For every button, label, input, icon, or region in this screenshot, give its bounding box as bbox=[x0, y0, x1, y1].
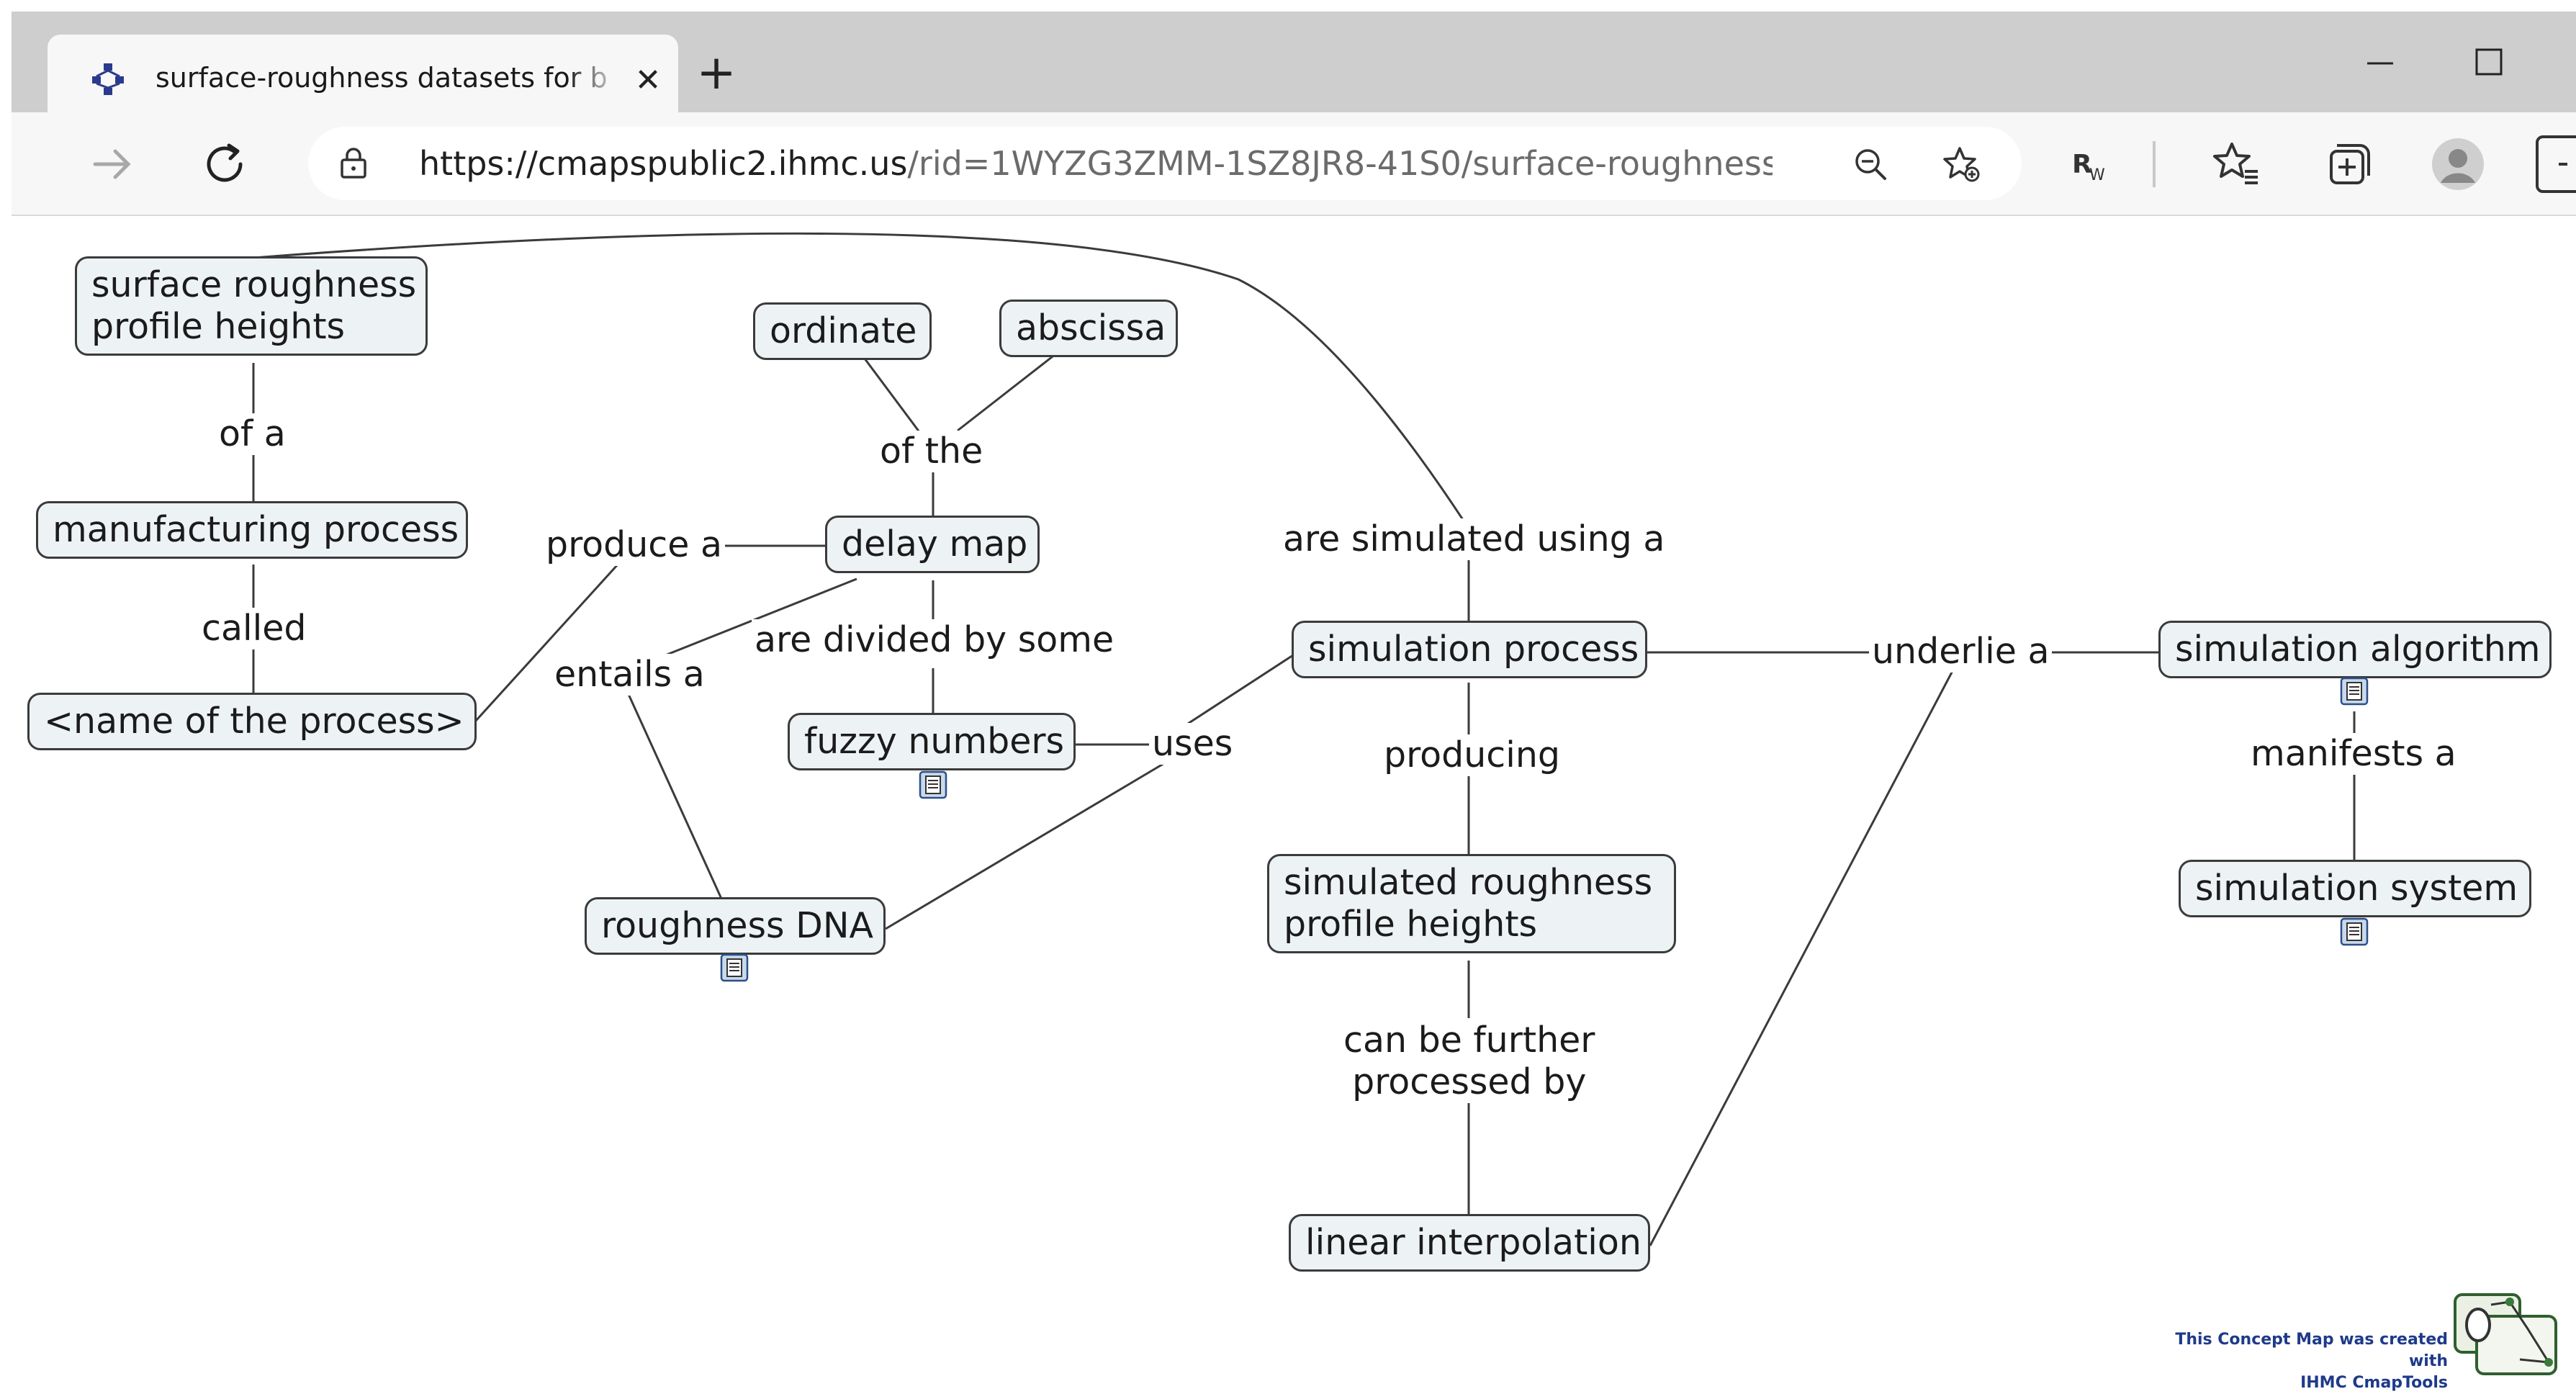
concept-manufacturing-process[interactable]: manufacturing process bbox=[36, 501, 468, 559]
concept-linear-interpolation[interactable]: linear interpolation bbox=[1289, 1214, 1650, 1272]
credit-line-1: This Concept Map was created with bbox=[2175, 1331, 2448, 1370]
lock-icon[interactable] bbox=[337, 147, 370, 180]
link-line bbox=[474, 563, 619, 723]
concept-label: fuzzy numbers bbox=[804, 721, 1065, 762]
favorites-icon[interactable] bbox=[2207, 135, 2265, 193]
concept-label: manufacturing process bbox=[53, 509, 459, 550]
concept-simulation-algorithm[interactable]: simulation algorithm bbox=[2158, 621, 2552, 678]
link-label-underlie-a[interactable]: underlie a bbox=[1869, 631, 2053, 673]
maximize-window-icon[interactable] bbox=[2459, 37, 2517, 88]
concept-label: linear interpolation bbox=[1305, 1222, 1641, 1263]
close-tab-icon[interactable]: ✕ bbox=[634, 62, 662, 99]
concept-delay-map[interactable]: delay map bbox=[825, 516, 1040, 573]
concept-map: surface roughness profile heights manufa… bbox=[0, 215, 2576, 1392]
concept-links bbox=[252, 232, 2356, 1246]
svg-text:R: R bbox=[2072, 150, 2092, 179]
concept-label: simulation algorithm bbox=[2175, 629, 2541, 670]
tab-bar: surface-roughness datasets for b ✕ + bbox=[12, 12, 2576, 124]
link-label-line: can be further bbox=[1343, 1020, 1595, 1061]
url-host: https://cmapspublic2.ihmc.us bbox=[419, 144, 908, 183]
svg-text:W: W bbox=[2089, 166, 2105, 184]
link-label-of-a[interactable]: of a bbox=[216, 413, 289, 455]
forward-arrow-icon[interactable] bbox=[84, 135, 141, 193]
concept-fuzzy-numbers[interactable]: fuzzy numbers bbox=[788, 713, 1076, 770]
read-aloud-icon[interactable]: R W bbox=[2062, 135, 2120, 193]
link-label-called[interactable]: called bbox=[199, 608, 310, 649]
new-tab-icon[interactable]: + bbox=[696, 45, 737, 100]
address-bar[interactable]: https://cmapspublic2.ihmc.us/rid=1WYZG3Z… bbox=[308, 127, 2022, 200]
resource-document-icon[interactable] bbox=[2340, 917, 2369, 946]
credit-line-2: IHMC CmapTools bbox=[2300, 1374, 2448, 1392]
link-label-are-simulated-using-a[interactable]: are simulated using a bbox=[1280, 518, 1668, 560]
link-label-producing[interactable]: producing bbox=[1381, 734, 1564, 776]
link-label-manifests-a[interactable]: manifests a bbox=[2248, 733, 2459, 775]
collections-icon[interactable] bbox=[2318, 135, 2376, 193]
profile-avatar-icon[interactable] bbox=[2429, 135, 2487, 193]
sidebar-toggle-icon[interactable] bbox=[2534, 135, 2576, 193]
zoom-out-icon[interactable] bbox=[1850, 144, 1891, 184]
concept-label: <name of the process> bbox=[44, 701, 464, 742]
link-line bbox=[253, 232, 1470, 529]
concept-line: surface roughness bbox=[91, 264, 417, 305]
concept-simulation-process[interactable]: simulation process bbox=[1292, 621, 1647, 678]
concept-simulated-roughness-profile-heights[interactable]: simulated roughness profile heights bbox=[1267, 854, 1676, 953]
resource-document-icon[interactable] bbox=[2340, 677, 2369, 706]
concept-label: abscissa bbox=[1016, 307, 1166, 348]
link-line bbox=[626, 692, 723, 899]
concept-roughness-dna[interactable]: roughness DNA bbox=[585, 897, 886, 955]
concept-label: roughness DNA bbox=[601, 905, 874, 946]
cmap-favicon-icon bbox=[92, 63, 124, 95]
add-favorite-icon[interactable] bbox=[1941, 144, 1981, 184]
concept-simulation-system[interactable]: simulation system bbox=[2179, 860, 2531, 917]
resource-document-icon[interactable] bbox=[720, 953, 749, 982]
concept-name-of-the-process[interactable]: <name of the process> bbox=[27, 693, 477, 750]
link-label-can-be-further-processed-by[interactable]: can be further processed by bbox=[1341, 1020, 1598, 1103]
concept-label: delay map bbox=[842, 523, 1028, 565]
cmaptools-logo-icon bbox=[2454, 1293, 2557, 1375]
link-line bbox=[861, 355, 923, 436]
concept-ordinate[interactable]: ordinate bbox=[753, 302, 932, 360]
concept-line: profile heights bbox=[1284, 904, 1538, 945]
concept-line: profile heights bbox=[91, 306, 346, 347]
minimize-window-icon[interactable] bbox=[2351, 37, 2409, 88]
concept-abscissa[interactable]: abscissa bbox=[999, 300, 1178, 357]
link-label-are-divided-by-some[interactable]: are divided by some bbox=[752, 619, 1117, 661]
link-label-entails-a[interactable]: entails a bbox=[551, 654, 708, 696]
concept-surface-roughness-profile-heights[interactable]: surface roughness profile heights bbox=[75, 256, 428, 356]
cmaptools-credit: This Concept Map was created with IHMC C… bbox=[2131, 1329, 2448, 1394]
url-path: /rid=1WYZG3ZMM-1SZ8JR8-41S0/surface-roug… bbox=[907, 144, 1773, 183]
url-text[interactable]: https://cmapspublic2.ihmc.us/rid=1WYZG3Z… bbox=[419, 127, 1773, 200]
link-line bbox=[957, 353, 1056, 432]
window-top-edge bbox=[0, 0, 2576, 12]
link-label-line: processed by bbox=[1352, 1061, 1587, 1102]
link-line bbox=[1649, 667, 1955, 1246]
refresh-icon[interactable] bbox=[196, 135, 253, 193]
link-label-produce-a[interactable]: produce a bbox=[543, 524, 725, 566]
browser-toolbar: https://cmapspublic2.ihmc.us/rid=1WYZG3Z… bbox=[12, 112, 2576, 216]
concept-label: simulation system bbox=[2195, 868, 2518, 909]
resource-document-icon[interactable] bbox=[919, 770, 947, 799]
link-label-uses[interactable]: uses bbox=[1149, 723, 1236, 765]
concept-line: simulated roughness bbox=[1284, 862, 1653, 903]
toolbar-divider bbox=[2153, 141, 2156, 187]
tab-title: surface-roughness datasets for b bbox=[156, 62, 608, 94]
link-label-of-the[interactable]: of the bbox=[877, 431, 986, 472]
link-line bbox=[657, 577, 857, 660]
active-tab[interactable]: surface-roughness datasets for b ✕ bbox=[48, 35, 678, 124]
concept-label: ordinate bbox=[770, 310, 917, 351]
concept-label: simulation process bbox=[1308, 629, 1639, 670]
link-line bbox=[1173, 654, 1294, 734]
link-line bbox=[885, 755, 1177, 930]
